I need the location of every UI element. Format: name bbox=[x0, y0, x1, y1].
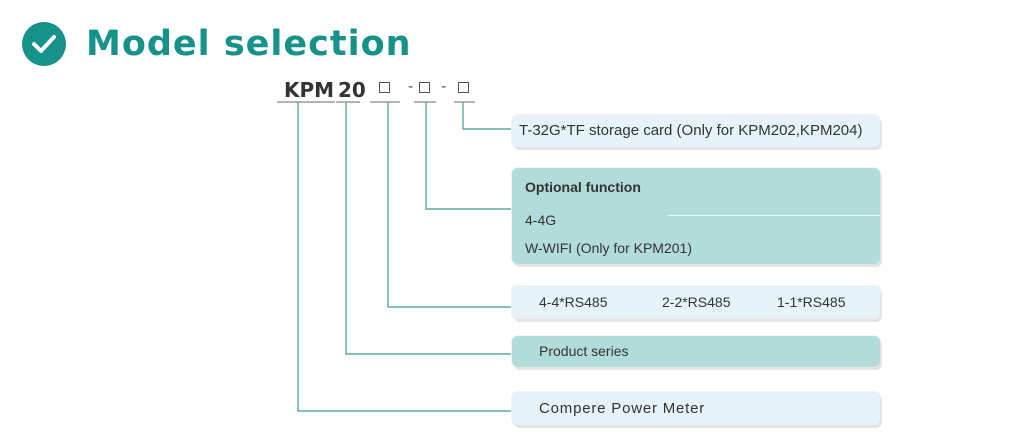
check-circle-icon bbox=[22, 22, 66, 66]
storage-option-box: T-32G*TF storage card (Only for KPM202,K… bbox=[512, 115, 880, 147]
product-series-box: Product series bbox=[512, 336, 880, 367]
storage-option-text: T-32G*TF storage card (Only for KPM202,K… bbox=[519, 122, 863, 139]
page-title: Model selection bbox=[86, 24, 412, 64]
optional-function-box: Optional function 4-4G W-WIFI (Only for … bbox=[512, 168, 880, 264]
rs485-option: 4-4*RS485 bbox=[539, 294, 608, 310]
optional-function-item: W-WIFI (Only for KPM201) bbox=[525, 240, 692, 256]
brand-text: Compere Power Meter bbox=[539, 400, 706, 417]
product-series-text: Product series bbox=[539, 343, 629, 359]
section-header: Model selection bbox=[22, 22, 412, 66]
model-prefix: KPM bbox=[284, 78, 335, 102]
rs485-option: 2-2*RS485 bbox=[662, 294, 731, 310]
model-series: 20 bbox=[338, 78, 366, 102]
separator-2: - bbox=[441, 78, 447, 95]
slot-3-box bbox=[458, 82, 469, 93]
optional-function-item: 4-4G bbox=[525, 212, 557, 228]
rs485-option-box: 4-4*RS485 2-2*RS485 1-1*RS485 bbox=[512, 286, 880, 319]
connector-series bbox=[345, 102, 512, 355]
optional-function-heading: Optional function bbox=[525, 179, 641, 195]
divider bbox=[668, 215, 880, 216]
connector-storage bbox=[462, 102, 512, 130]
connector-optional bbox=[425, 102, 512, 210]
slot-1-box bbox=[379, 82, 390, 93]
brand-box: Compere Power Meter bbox=[512, 392, 880, 425]
slot-2-box bbox=[419, 82, 430, 93]
separator-1: - bbox=[408, 78, 414, 95]
rs485-option: 1-1*RS485 bbox=[777, 294, 846, 310]
connector-rs485 bbox=[387, 102, 512, 308]
connector-brand bbox=[297, 102, 512, 412]
